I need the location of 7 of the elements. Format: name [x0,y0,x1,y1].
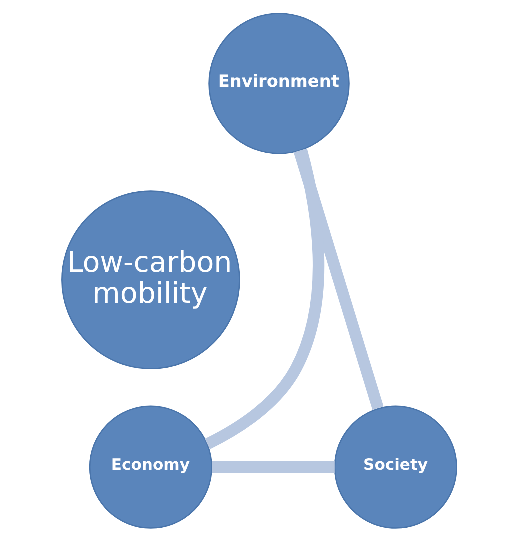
connector [293,149,384,410]
node-circle: Society [334,406,457,529]
node-circle: Economy [88,406,212,529]
connector [204,149,324,450]
node-circle: Environment [208,13,350,154]
connector [212,462,334,474]
node-circle: Low-carbon mobility [61,190,240,370]
